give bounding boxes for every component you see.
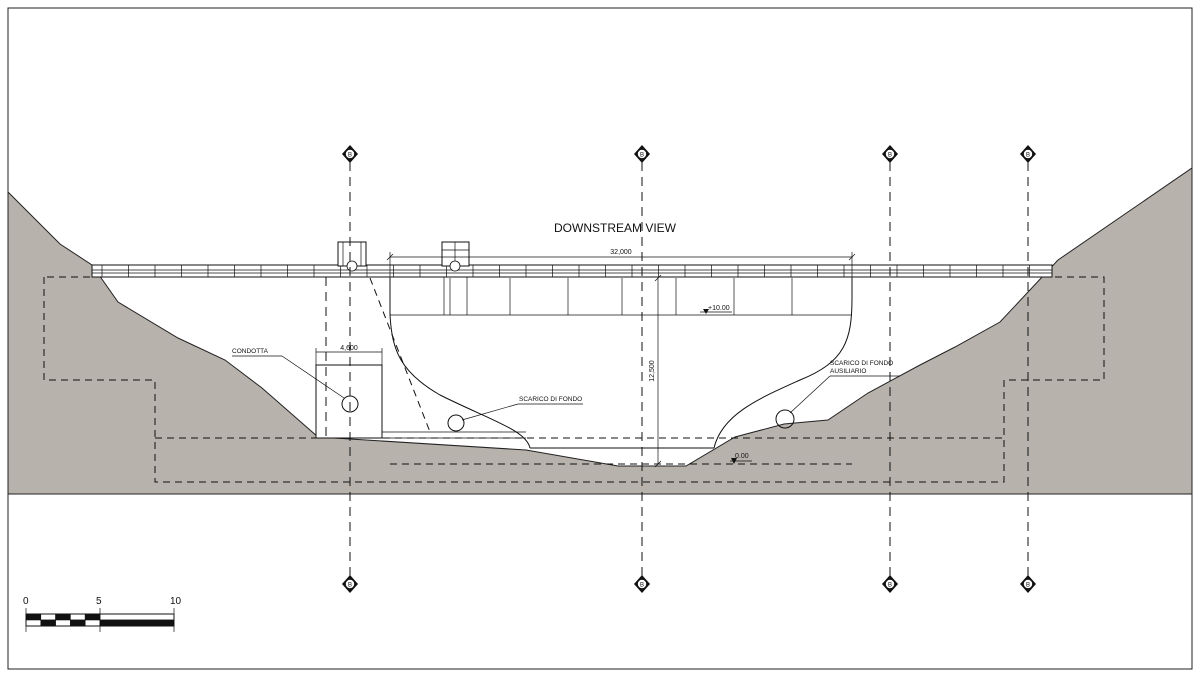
section-axes	[325, 162, 1029, 576]
level-bottom: 0.00	[730, 453, 752, 464]
section-marker: B	[342, 575, 358, 593]
scale-cell	[25, 619, 42, 627]
section-marker-label: B	[348, 152, 352, 158]
section-marker: B	[634, 145, 650, 163]
tower-left	[337, 241, 367, 272]
label-scarico-ausiliario-2: AUSILIARIO	[830, 368, 866, 375]
section-marker: B	[1020, 145, 1036, 163]
section-markers: B B B B B B B B	[342, 145, 1036, 593]
section-marker: B	[634, 575, 650, 593]
scale-cell	[55, 613, 71, 621]
section-marker-label: B	[640, 582, 644, 588]
annotation-scarico-ausiliario: SCARICO DI FONDO AUSILIARIO	[789, 360, 900, 414]
label-condotta: CONDOTTA	[232, 348, 269, 355]
scale-label-10: 10	[170, 596, 182, 607]
scale-cell	[84, 619, 101, 627]
scale-cell	[84, 613, 101, 621]
annotation-condotta: CONDOTTA	[232, 348, 345, 399]
scale-cell	[70, 619, 86, 627]
dim-span-label: 32,000	[610, 249, 632, 256]
section-marker: B	[882, 575, 898, 593]
dim-intake-label: 4,600	[340, 345, 358, 352]
dimension-span: 32,000	[386, 249, 856, 278]
scale-cell	[99, 619, 175, 627]
scale-cell	[25, 613, 42, 621]
section-marker-label: B	[888, 582, 892, 588]
section-marker-label: B	[1026, 152, 1030, 158]
scale-cell	[55, 619, 71, 627]
scale-cell	[40, 613, 56, 621]
dim-height-label: 12,500	[649, 360, 656, 382]
tower-right	[441, 241, 470, 315]
section-marker-label: B	[1026, 582, 1030, 588]
level-top-label: +10.00	[708, 305, 730, 312]
foundation-outline	[43, 276, 1105, 483]
scarico-di-fondo-outlet	[447, 414, 465, 432]
section-marker-label: B	[348, 582, 352, 588]
dam-body	[389, 278, 853, 449]
level-bottom-label: 0.00	[735, 453, 749, 460]
section-marker: B	[1020, 575, 1036, 593]
level-top: +10.00	[700, 305, 732, 314]
scale-cell	[40, 619, 56, 627]
dimension-height: 12,500	[649, 274, 662, 468]
drawing-title: DOWNSTREAM VIEW	[554, 221, 677, 235]
bridge-deck	[91, 264, 1053, 278]
scale-cell	[70, 613, 86, 621]
scale-cell	[99, 613, 175, 621]
condotta-structure	[315, 277, 526, 439]
section-marker-label: B	[640, 152, 644, 158]
label-scarico-di-fondo: SCARICO DI FONDO	[519, 396, 582, 403]
terrain	[7, 167, 1193, 495]
scarico-ausiliario-outlet	[775, 409, 795, 429]
annotation-scarico-di-fondo: SCARICO DI FONDO	[461, 396, 583, 421]
scale-label-0: 0	[23, 596, 29, 607]
section-marker-label: B	[888, 152, 892, 158]
label-scarico-ausiliario-1: SCARICO DI FONDO	[830, 360, 893, 367]
scale-bar: 0 5 10	[23, 596, 182, 632]
section-marker: B	[882, 145, 898, 163]
section-marker: B	[342, 145, 358, 163]
dimension-intake: 4,600	[315, 345, 383, 365]
scale-label-5: 5	[96, 596, 102, 607]
